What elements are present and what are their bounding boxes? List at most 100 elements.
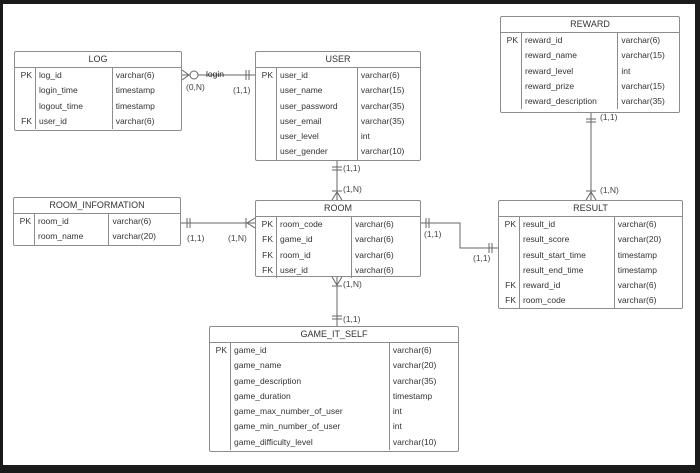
field-type: varchar(6) [111, 113, 181, 130]
cardinality-room-game-bottom: (1,1) [343, 314, 361, 324]
field-name: result_id [523, 219, 556, 229]
field-type: varchar(6) [351, 262, 420, 279]
field-name: game_description [234, 375, 302, 386]
field-key [499, 232, 520, 248]
field-key [501, 94, 522, 110]
field-type: varchar(35) [356, 98, 420, 114]
cardinality-room-result-left: (1,1) [424, 229, 442, 239]
field-name: logout_time [39, 100, 83, 111]
field-name: user_email [280, 115, 322, 126]
field-name: user_level [280, 131, 319, 142]
field-key [210, 373, 231, 389]
field-type: timestamp [111, 98, 181, 114]
field-key [256, 129, 277, 145]
field-name: reward_description [525, 96, 597, 107]
field-type: timestamp [111, 83, 181, 99]
field-type: varchar(6) [356, 68, 420, 84]
field-type: varchar(6) [351, 247, 420, 263]
field-type: varchar(6) [388, 343, 458, 359]
field-name: reward_id [525, 35, 563, 45]
entity-title: RESULT [499, 201, 682, 217]
field-name: login_time [39, 85, 78, 96]
entity-title: ROOM_INFORMATION [14, 198, 180, 214]
field-name: reward_level [525, 65, 574, 76]
field-name: log_id [39, 70, 62, 80]
field-row: login_time timestamp [15, 83, 181, 99]
entity-title: USER [256, 52, 420, 68]
field-type: varchar(6) [351, 232, 420, 248]
field-key [210, 388, 231, 405]
field-type: varchar(6) [613, 278, 682, 294]
result-crowsfoot [585, 191, 597, 201]
field-name: reward_name [525, 50, 577, 61]
field-row: user_password varchar(35) [256, 98, 420, 114]
field-key: FK [256, 232, 277, 248]
field-key: PK [501, 33, 522, 49]
field-key [501, 78, 522, 95]
field-key: PK [256, 217, 277, 233]
field-type: timestamp [388, 388, 458, 405]
field-key: FK [499, 293, 520, 309]
field-key: PK [15, 68, 36, 84]
cardinality-user-room-top: (1,1) [343, 163, 361, 173]
field-key [210, 404, 231, 420]
field-name: reward_prize [525, 80, 575, 91]
entity-title: LOG [15, 52, 181, 68]
field-key [210, 419, 231, 435]
field-key: FK [15, 113, 36, 130]
field-row: reward_prize varchar(15) [501, 78, 679, 95]
field-row: game_duration timestamp [210, 388, 458, 405]
relationship-lines [181, 69, 597, 326]
field-type: varchar(15) [356, 83, 420, 99]
field-type: varchar(20) [388, 358, 458, 374]
field-row: logout_time timestamp [15, 98, 181, 114]
field-key: PK [210, 343, 231, 359]
field-name: game_max_number_of_user [234, 406, 343, 417]
field-type: varchar(35) [356, 113, 420, 130]
field-type: varchar(20) [108, 229, 180, 245]
field-key [256, 83, 277, 99]
field-key [15, 98, 36, 114]
field-type: varchar(20) [613, 232, 682, 248]
field-name: game_min_number_of_user [234, 421, 341, 432]
field-name: user_password [280, 100, 338, 111]
field-row: user_email varchar(35) [256, 113, 420, 130]
field-name: result_score [523, 234, 570, 245]
room-crowsfoot-left [246, 217, 256, 229]
field-key [14, 229, 35, 245]
field-name: game_duration [234, 390, 291, 401]
field-type: varchar(10) [388, 434, 458, 451]
cardinality-user-side: (1,1) [233, 85, 251, 95]
field-name: user_id [280, 264, 308, 275]
field-type: varchar(6) [613, 217, 682, 233]
field-type: varchar(15) [617, 78, 679, 95]
field-name: user_id [39, 115, 67, 126]
entity-title: GAME_IT_SELF [210, 327, 458, 343]
field-key: FK [256, 262, 277, 279]
cardinality-log-side: (0,N) [186, 82, 205, 92]
